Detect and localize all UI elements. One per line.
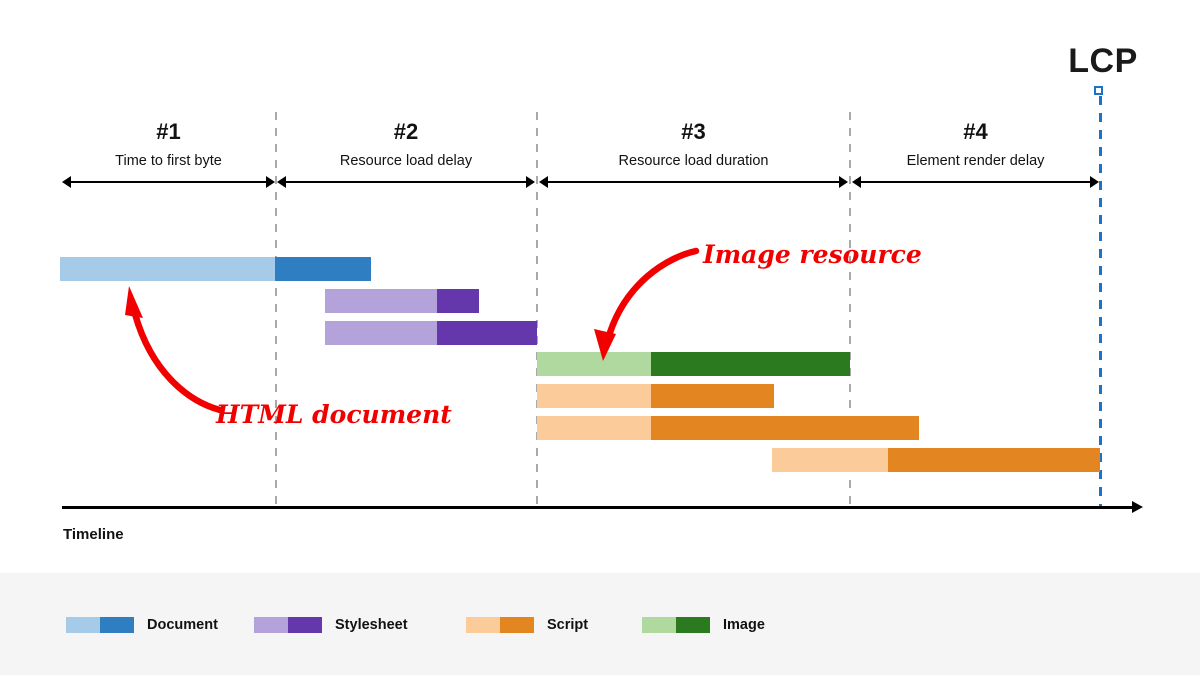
legend-item-stylesheet: Stylesheet [254, 615, 408, 635]
annotation-text-1: HTML document [216, 400, 452, 429]
waterfall-bar-stylesheet [325, 321, 537, 345]
legend-item-script: Script [466, 615, 588, 635]
bar-segment-duration [651, 416, 919, 440]
arrow-head-right-icon [526, 176, 535, 188]
arrow-head-left-icon [62, 176, 71, 188]
legend-swatch-light [466, 617, 500, 633]
bar-segment-duration [888, 448, 1100, 472]
bar-segment-delay [537, 352, 651, 376]
legend-label: Stylesheet [335, 617, 408, 633]
bar-segment-duration [651, 352, 850, 376]
bar-segment-duration [651, 384, 774, 408]
waterfall-bar-document [60, 257, 371, 281]
waterfall-bar-script [537, 384, 774, 408]
phase-number: #3 [681, 119, 706, 144]
bar-segment-duration [437, 289, 479, 313]
lcp-vertical-line [1099, 96, 1102, 508]
legend-swatch-icon [466, 617, 534, 633]
arrow-head-right-icon [839, 176, 848, 188]
phase-divider-1 [275, 112, 277, 508]
arrow-head-left-icon [852, 176, 861, 188]
arrow-head-right-icon [266, 176, 275, 188]
phase-divider-2 [536, 112, 538, 508]
phase-number: #1 [156, 119, 181, 144]
phase-number: #4 [963, 119, 988, 144]
annotation-text-2: Image resource [703, 240, 922, 269]
arrow-shaft [283, 181, 529, 183]
legend-label: Script [547, 617, 589, 633]
phase-name: Resource load duration [618, 153, 769, 169]
bar-segment-duration [275, 257, 371, 281]
arrow-head-right-icon [1090, 176, 1099, 188]
timeline-label: Timeline [63, 526, 124, 543]
legend-swatch-light [254, 617, 288, 633]
arrow-shaft [858, 181, 1093, 183]
bar-segment-delay [772, 448, 888, 472]
phase-name: Resource load delay [339, 153, 473, 169]
legend-band [0, 573, 1200, 675]
legend-item-document: Document [66, 615, 218, 635]
arrow-shaft [68, 181, 269, 183]
legend-label: Document [147, 617, 218, 633]
lcp-title: LCP [1068, 42, 1138, 80]
phase-measure-arrow-4 [852, 176, 1099, 188]
legend-label: Image [723, 617, 765, 633]
html-document-arrow-icon [125, 286, 224, 414]
phase-measure-arrow-2 [277, 176, 535, 188]
phase-measure-arrow-1 [62, 176, 275, 188]
arrow-head-left-icon [539, 176, 548, 188]
bar-segment-duration [437, 321, 537, 345]
phase-divider-3 [849, 112, 851, 508]
legend-swatch-icon [66, 617, 134, 633]
phase-name: Element render delay [906, 153, 1045, 169]
timeline-axis-arrow-icon [1132, 501, 1143, 513]
image-resource-arrow-icon [594, 247, 700, 361]
waterfall-bar-stylesheet [325, 289, 479, 313]
bar-segment-delay [60, 257, 275, 281]
arrow-head-left-icon [277, 176, 286, 188]
legend-swatch-dark [676, 617, 710, 633]
legend-swatch-icon [254, 617, 322, 633]
phase-number: #2 [393, 119, 419, 144]
legend-swatch-dark [100, 617, 134, 633]
legend-swatch-icon [642, 617, 710, 633]
bar-segment-delay [325, 289, 437, 313]
waterfall-bar-script [537, 416, 919, 440]
phase-measure-arrow-3 [539, 176, 848, 188]
legend-swatch-light [642, 617, 676, 633]
waterfall-bar-script [772, 448, 1100, 472]
bar-segment-delay [537, 416, 651, 440]
legend-item-image: Image [642, 615, 765, 635]
timeline-axis [62, 506, 1134, 509]
lcp-marker-icon [1094, 86, 1103, 95]
legend-swatch-dark [288, 617, 322, 633]
phase-name: Time to first byte [115, 153, 222, 169]
arrow-shaft [545, 181, 842, 183]
waterfall-bar-image [537, 352, 850, 376]
bar-segment-delay [537, 384, 651, 408]
legend-swatch-light [66, 617, 100, 633]
bar-segment-delay [325, 321, 437, 345]
legend-swatch-dark [500, 617, 534, 633]
